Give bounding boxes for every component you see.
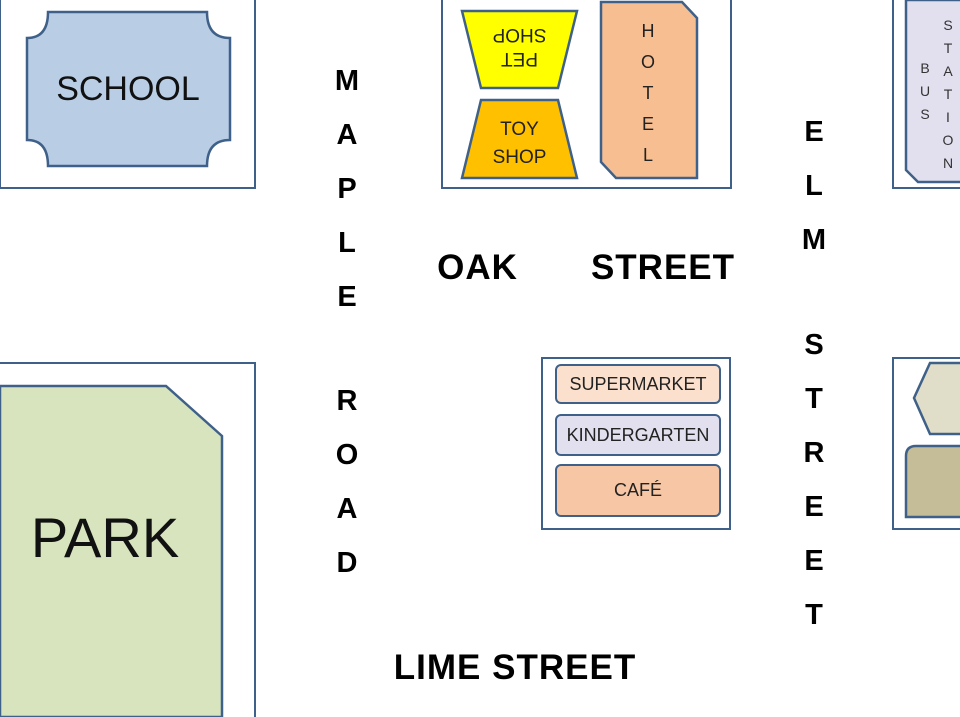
side-building-hexagon xyxy=(912,361,960,436)
street-letter: E xyxy=(804,116,824,148)
block-top-left xyxy=(0,0,256,189)
park-area xyxy=(0,384,224,717)
pet-shop-label-line2: SHOP xyxy=(492,24,547,45)
street-letter: P xyxy=(337,173,357,205)
school-label: SCHOOL xyxy=(56,70,200,108)
kindergarten-store: KINDERGARTEN xyxy=(555,414,721,456)
street-letter: R xyxy=(803,437,825,469)
hotel-letter: H xyxy=(641,21,655,41)
street-letter: T xyxy=(805,383,823,415)
block-bottom-left xyxy=(0,362,256,717)
station-letter: A xyxy=(943,63,953,79)
maple-road-label-road: R O A D xyxy=(327,374,367,590)
toy-shop-building xyxy=(460,98,579,180)
station-label: S T A T I O N xyxy=(941,14,955,175)
station-letter: T xyxy=(943,40,953,56)
lime-street-label: LIME STREET xyxy=(393,648,637,687)
maple-road-label-maple: M A P L E xyxy=(327,54,367,324)
street-letter: E xyxy=(804,491,824,523)
elm-street-label-street: S T R E E T xyxy=(794,318,834,642)
street-letter: A xyxy=(336,119,358,151)
street-letter: S xyxy=(804,329,824,361)
oak-street-label-street: STREET xyxy=(590,248,736,287)
station-letter: O xyxy=(942,132,954,148)
station-letter: N xyxy=(942,155,954,171)
toy-shop-label: TOY SHOP xyxy=(462,116,577,172)
street-letter: L xyxy=(805,170,823,202)
pet-shop-label: PET SHOP xyxy=(462,14,577,70)
pet-shop-label-line1: PET xyxy=(501,48,538,69)
block-right-middle xyxy=(892,357,960,530)
toy-shop-label-line1: TOY xyxy=(500,119,539,140)
hotel-letter: T xyxy=(642,83,654,103)
school-building xyxy=(25,10,232,168)
pet-shop-building xyxy=(460,9,579,90)
elm-street-label-elm: E L M xyxy=(794,105,834,267)
street-letter: D xyxy=(336,547,358,579)
hotel-label: H O T E L xyxy=(636,16,660,171)
side-building-rounded xyxy=(904,444,960,519)
bus-letter: B xyxy=(920,60,930,76)
street-letter: L xyxy=(338,227,356,259)
street-letter: M xyxy=(334,65,360,97)
station-letter: I xyxy=(946,109,950,125)
hotel-building xyxy=(599,0,699,180)
block-top-right xyxy=(892,0,960,189)
bus-station-building xyxy=(904,0,960,184)
oak-street-label-oak: OAK xyxy=(437,248,518,287)
supermarket-store: SUPERMARKET xyxy=(555,364,721,404)
bus-letter: S xyxy=(920,106,930,122)
bus-label: B U S xyxy=(918,57,932,126)
street-letter: M xyxy=(801,224,827,256)
street-letter: R xyxy=(336,385,358,417)
block-top-middle xyxy=(441,0,732,189)
station-letter: S xyxy=(943,17,953,33)
cafe-store: CAFÉ xyxy=(555,464,721,517)
street-letter: E xyxy=(337,281,357,313)
hotel-letter: E xyxy=(641,114,654,134)
street-letter: T xyxy=(805,599,823,631)
street-letter: O xyxy=(335,439,359,471)
hotel-letter: L xyxy=(642,145,653,165)
hotel-letter: O xyxy=(640,52,655,72)
park-label: PARK xyxy=(30,506,180,569)
bus-letter: U xyxy=(919,83,931,99)
street-letter: A xyxy=(336,493,358,525)
toy-shop-label-line2: SHOP xyxy=(492,147,547,168)
station-letter: T xyxy=(943,86,953,102)
street-letter: E xyxy=(804,545,824,577)
